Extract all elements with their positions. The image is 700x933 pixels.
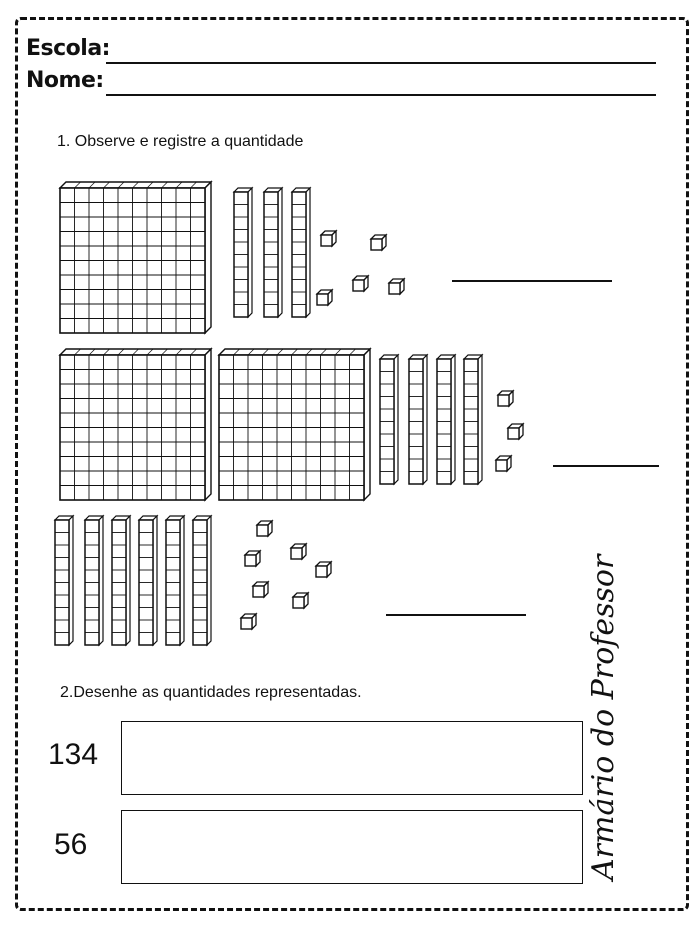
- hundred-block: [58, 180, 213, 335]
- ten-block: [137, 514, 159, 647]
- answer-line-3[interactable]: [386, 614, 526, 616]
- unit-cube: [243, 549, 262, 568]
- unit-cube: [291, 591, 310, 610]
- hundred-block: [217, 347, 372, 502]
- answer-line-1[interactable]: [452, 280, 612, 282]
- drawing-box-56[interactable]: [121, 810, 583, 884]
- school-write-line[interactable]: [106, 62, 656, 64]
- brand-logo-text: Armário do Professor: [586, 554, 621, 880]
- unit-cube: [251, 580, 270, 599]
- question-1-prompt: 1. Observe e registre a quantidade: [57, 133, 304, 150]
- ten-block: [110, 514, 132, 647]
- ten-block: [83, 514, 105, 647]
- unit-cube: [496, 389, 515, 408]
- ten-block: [462, 353, 484, 486]
- name-field: Nome:: [26, 68, 656, 96]
- unit-cube: [314, 560, 333, 579]
- ten-block: [53, 514, 75, 647]
- ten-block: [378, 353, 400, 486]
- ten-block: [290, 186, 312, 319]
- number-134: 134: [48, 738, 99, 771]
- ten-block: [262, 186, 284, 319]
- unit-cube: [351, 274, 370, 293]
- unit-cube: [289, 542, 308, 561]
- page-border: [15, 17, 689, 911]
- school-label: Escola:: [26, 36, 110, 61]
- unit-cube: [494, 454, 513, 473]
- unit-cube: [319, 229, 338, 248]
- school-field: Escola:: [26, 36, 656, 64]
- unit-cube: [239, 612, 258, 631]
- unit-cube: [255, 519, 274, 538]
- unit-cube: [369, 233, 388, 252]
- ten-block: [232, 186, 254, 319]
- number-56: 56: [54, 828, 88, 861]
- name-write-line[interactable]: [106, 94, 656, 96]
- name-label: Nome:: [26, 68, 104, 93]
- unit-cube: [387, 277, 406, 296]
- unit-cube: [506, 422, 525, 441]
- ten-block: [164, 514, 186, 647]
- drawing-box-134[interactable]: [121, 721, 583, 795]
- answer-line-2[interactable]: [553, 465, 659, 467]
- ten-block: [191, 514, 213, 647]
- ten-block: [435, 353, 457, 486]
- unit-cube: [315, 288, 334, 307]
- hundred-block: [58, 347, 213, 502]
- question-2-prompt: 2.Desenhe as quantidades representadas.: [60, 684, 362, 701]
- ten-block: [407, 353, 429, 486]
